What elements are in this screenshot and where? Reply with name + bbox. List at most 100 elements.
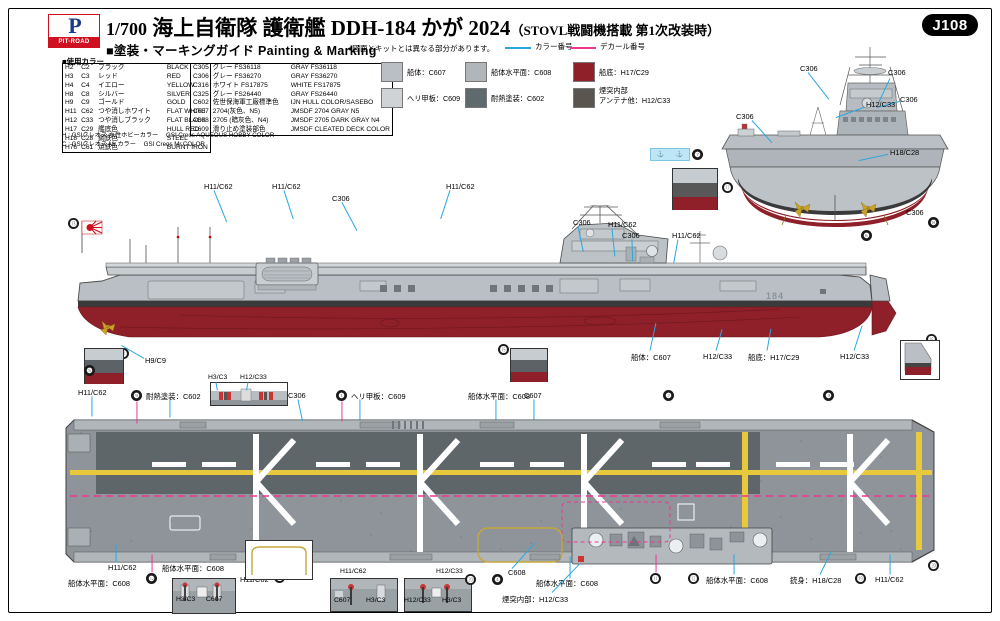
label-profile-h11-b: H11/C62 xyxy=(272,182,301,191)
title-variant: （STOVL戦闘機搭載 第1次改装時） xyxy=(510,23,721,38)
label-stern-c306-c: C306 xyxy=(900,95,918,104)
marker-3[interactable]: ❸ xyxy=(823,390,834,401)
label-deck-h3c3: H3/C3 xyxy=(208,374,228,381)
label-profile-h12-a: H12/C33 xyxy=(703,352,733,361)
island-plan xyxy=(571,527,773,565)
marker-13[interactable]: ⓭ xyxy=(68,218,79,229)
label-profile-h9-gold: H9/C9 xyxy=(145,356,166,365)
leader-line xyxy=(733,554,735,575)
gsi-note-jp-1: H : GSIクレオス 水性ホビーカラー xyxy=(62,132,159,139)
swatch-hull-horiz-label: 船体水平面：C608 xyxy=(491,68,552,77)
waterline-chip-mid xyxy=(510,348,548,382)
label-profile-hull-bottom: 船底：H17/C29 xyxy=(748,353,800,362)
color-table-heading: ■使用カラー xyxy=(62,57,105,66)
label-bot-c607-c: H12/C33 xyxy=(436,568,463,575)
label-bot-h3c3-a: H3/C3 xyxy=(176,596,196,603)
label-bot-hullhoriz-c: 船体水平面：C608 xyxy=(536,579,599,588)
marker-17[interactable]: ⓱ xyxy=(722,182,733,193)
gsi-note-en-1: GSI Creos AQUEOUS HOBBY COLOR xyxy=(166,132,275,139)
swatch-hull-label: 船体：C607 xyxy=(407,68,446,77)
svg-text:184: 184 xyxy=(766,291,784,301)
deck-plan-drawing xyxy=(65,419,935,565)
label-bot-h11-a: H11/C62 xyxy=(108,563,137,572)
marker-2[interactable]: ❷ xyxy=(663,390,674,401)
deck-aux-detail xyxy=(245,540,313,580)
marker-20[interactable]: ⓴ xyxy=(465,574,476,585)
scale-label: 1/700 xyxy=(106,19,148,39)
label-profile-c306-a: C306 xyxy=(332,194,350,203)
label-bot-hullhoriz-d: 船体水平面：C608 xyxy=(706,576,769,585)
leader-line xyxy=(569,556,571,579)
label-profile-h11-a: H11/C62 xyxy=(204,182,233,191)
label-deck-hull-horiz: 船体水平面：C608 xyxy=(468,392,531,401)
label-bot-hullhoriz-a: 船体水平面：C608 xyxy=(68,579,131,588)
page-title: 1/700 海上自衛隊 護衛艦 DDH-184 かが 2024（STOVL戦闘機… xyxy=(106,12,720,42)
label-stern-h12: H12/C33 xyxy=(866,100,896,109)
label-bot-h11-d: H11/C62 xyxy=(875,575,904,584)
swatch-hull-bottom-label: 船底：H17/C29 xyxy=(599,68,649,77)
label-stern-c306-d: C306 xyxy=(736,112,754,121)
swatch-heli-deck-label: ヘリ甲板：C609 xyxy=(407,94,461,103)
swatch-hull-bottom xyxy=(573,62,595,82)
label-bot-hullhoriz-b: 船体水平面：C608 xyxy=(162,564,225,573)
label-profile-c306-c: C306 xyxy=(622,231,640,240)
bow-detail-box xyxy=(900,340,940,380)
label-profile-h11-c: H11/C62 xyxy=(446,182,475,191)
decal-line-label: デカール番号 xyxy=(600,42,645,51)
marker-6[interactable]: ❻ xyxy=(861,230,872,241)
label-deck-h12c33: H12/C33 xyxy=(240,374,267,381)
swatch-heli-deck xyxy=(381,88,403,108)
swatch-heat-coat xyxy=(465,88,487,108)
decal-line-sample xyxy=(570,47,596,49)
swatch-hull xyxy=(381,62,403,82)
logo-mark: P xyxy=(49,15,99,37)
label-profile-hull-c607: 船体：C607 xyxy=(631,353,671,362)
leader-line xyxy=(136,401,138,424)
label-stern-c306-b: C306 xyxy=(888,68,906,77)
leader-line xyxy=(151,554,153,573)
leader-line xyxy=(533,399,535,420)
label-profile-h11-d: H11/C62 xyxy=(608,220,637,229)
marker-8[interactable]: ❽ xyxy=(928,217,939,228)
label-bot-gun-barrel: 銃身：H18/C28 xyxy=(790,576,842,585)
label-profile-h11-e: H11/C62 xyxy=(672,231,701,240)
label-stern-h18-a: H18/C28 xyxy=(890,148,920,157)
label-bot-c607-a: C607 xyxy=(206,596,223,603)
leader-line xyxy=(889,554,891,575)
pitroad-logo: P PIT-ROAD xyxy=(48,14,100,48)
swatch-hull-horiz xyxy=(465,62,487,82)
stern-view-drawing xyxy=(721,47,949,227)
label-bot-h3c3-b: H3/C3 xyxy=(366,597,386,604)
marker-11[interactable]: ⓫ xyxy=(650,573,661,584)
marker-1[interactable]: ❶ xyxy=(336,390,347,401)
deck-detail-box-b3 xyxy=(404,578,472,612)
gsi-note-jp-2: C : GSIクレオス Mr.カラー xyxy=(62,140,136,148)
marker-15[interactable]: ⓯ xyxy=(498,344,509,355)
marker-12[interactable]: ⓬ xyxy=(688,573,699,584)
label-deck-heat-coat: 耐熱塗装：C602 xyxy=(146,392,201,401)
marker-19[interactable]: ⓳ xyxy=(855,573,866,584)
leader-line xyxy=(169,399,171,418)
marker-7[interactable]: ❼ xyxy=(692,149,703,160)
label-bot-c607-b: C607 xyxy=(334,597,351,604)
marker-4[interactable]: ❹ xyxy=(492,574,503,585)
label-stern-c306-e: C306 xyxy=(906,208,924,217)
label-profile-c306-b: C306 xyxy=(573,218,591,227)
label-bot-h12c33-a: H12/C33 xyxy=(404,597,431,604)
label-deck-c306: C306 xyxy=(288,391,306,400)
marker-9[interactable]: ❾ xyxy=(131,390,142,401)
marker-deck-right[interactable]: ⓴ xyxy=(928,560,939,571)
decal-glyph-b: ⚓ xyxy=(675,152,684,158)
marker-5[interactable]: ❺ xyxy=(84,365,95,376)
swatch-funnel-antenna xyxy=(573,88,595,108)
marker-10[interactable]: ❿ xyxy=(146,573,157,584)
